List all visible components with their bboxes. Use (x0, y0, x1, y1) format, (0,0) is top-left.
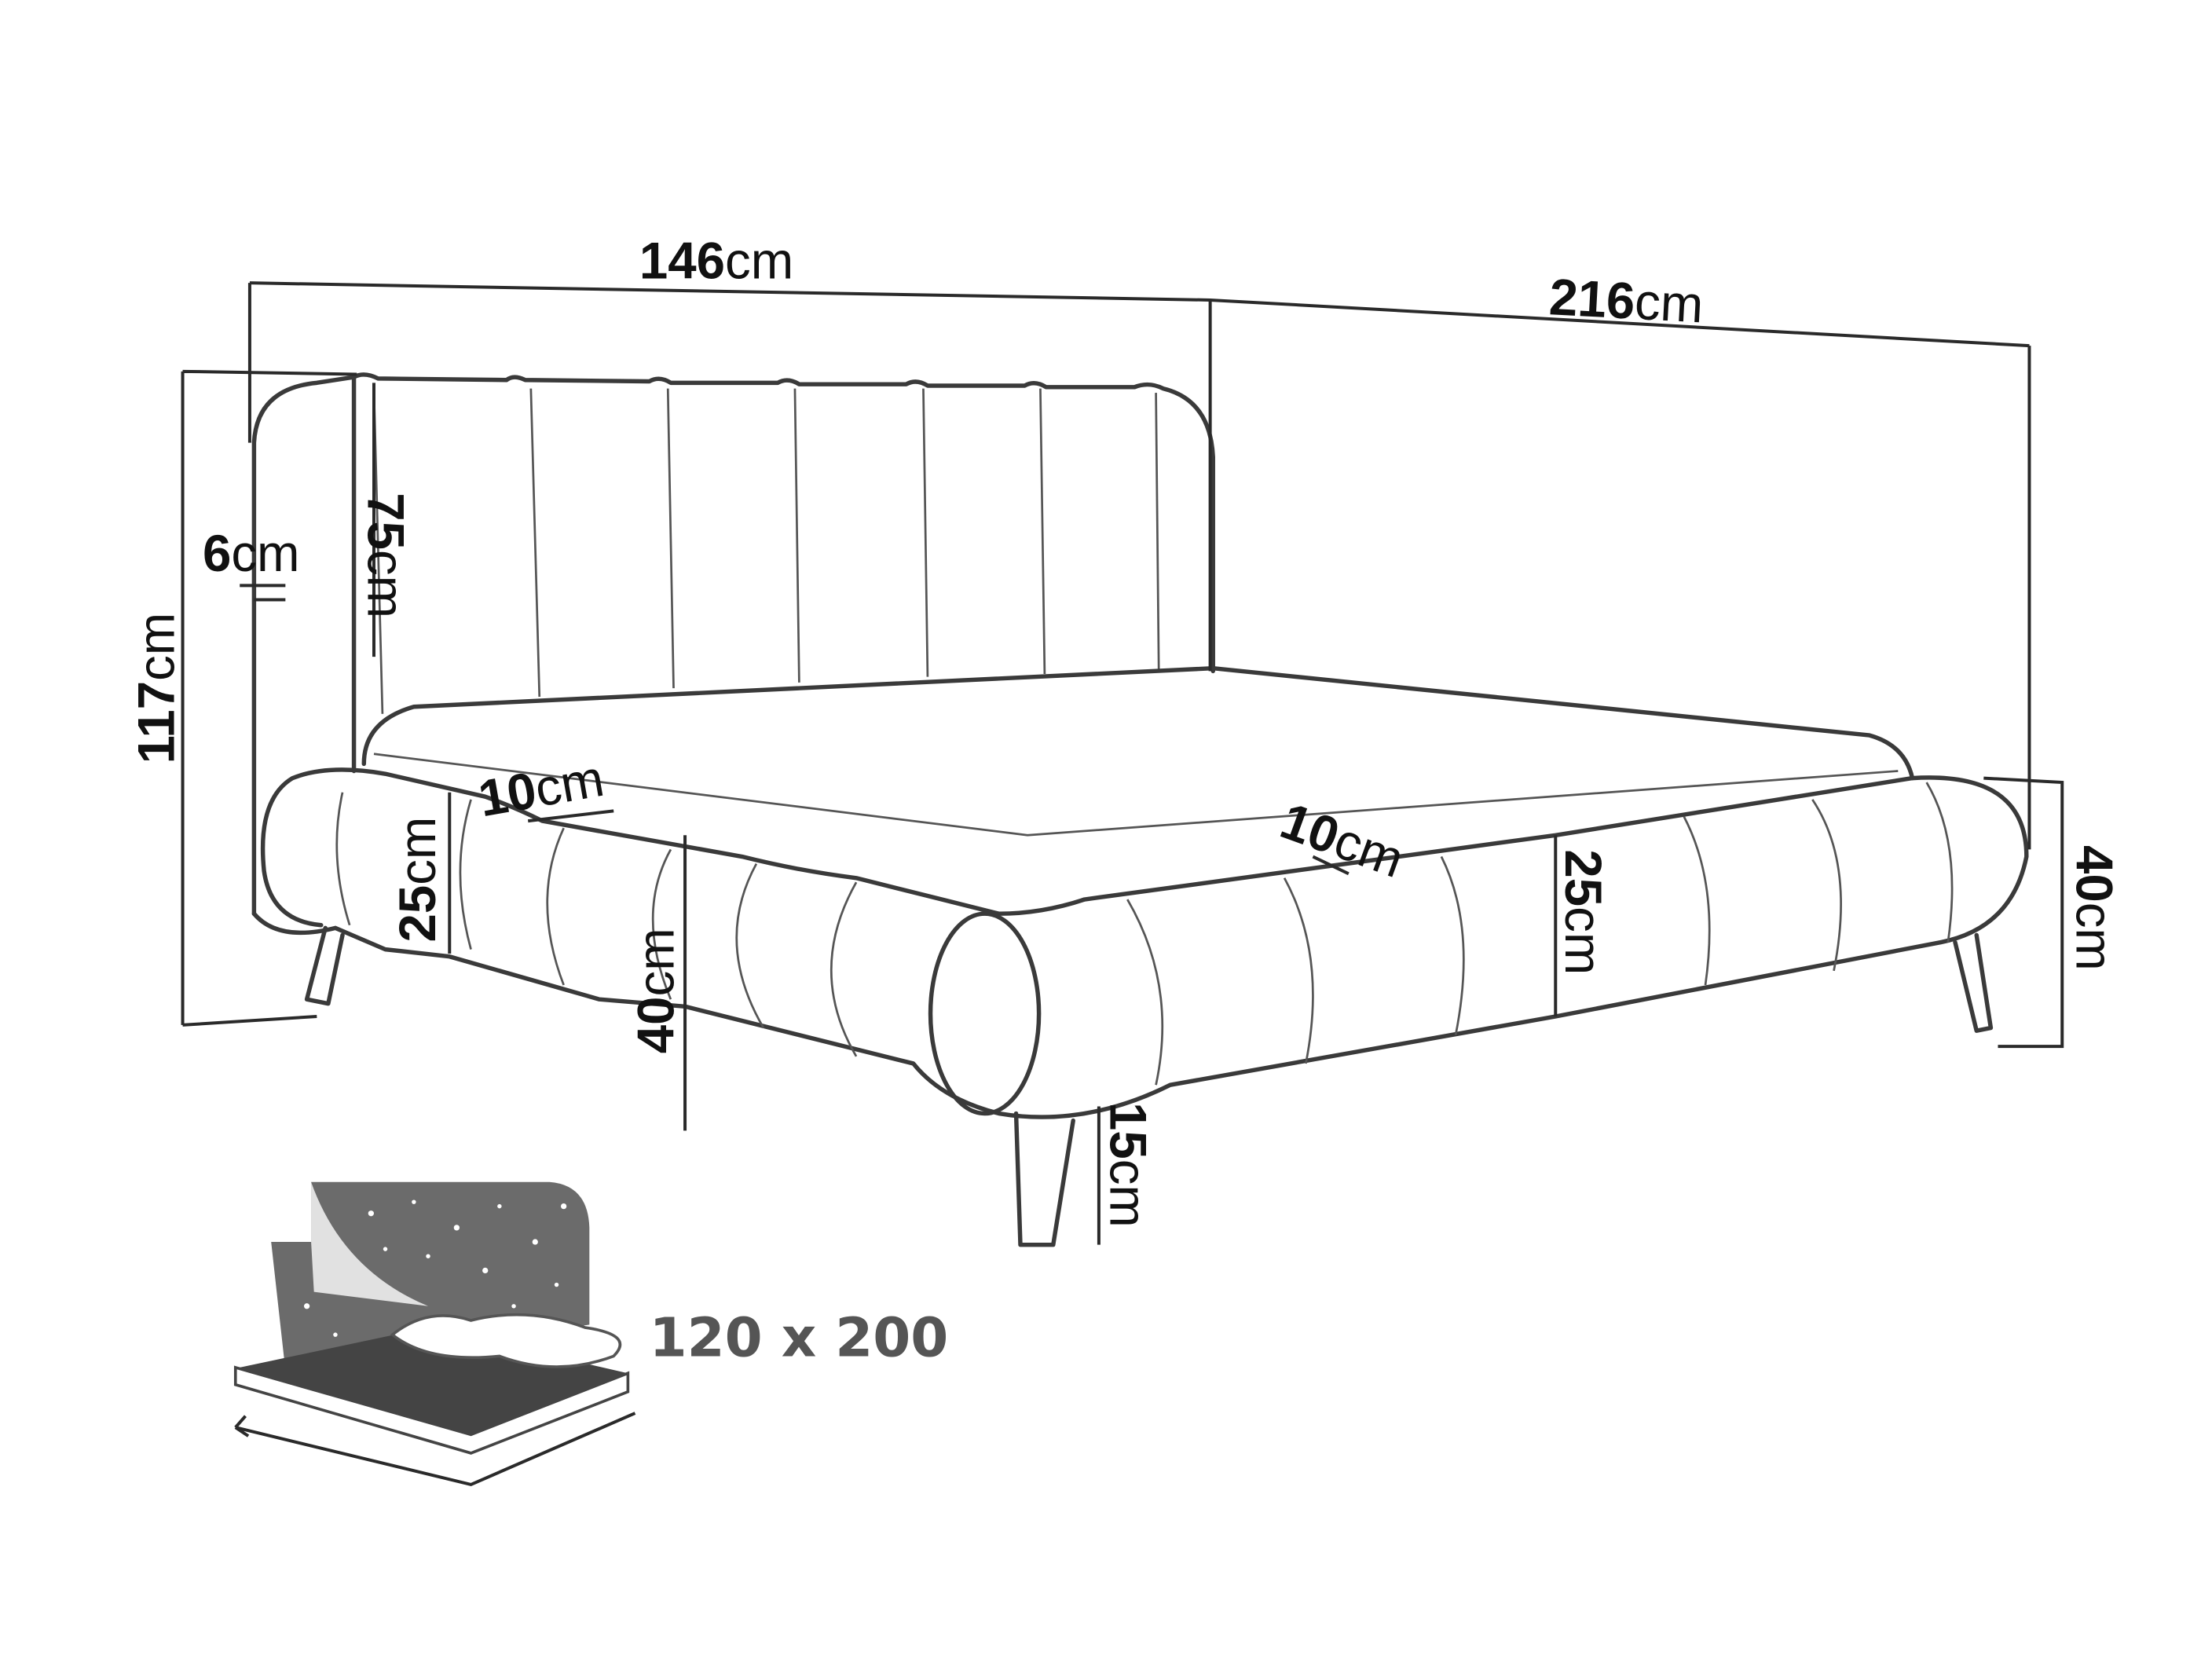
length-label: 216cm (1547, 268, 1705, 333)
mattress-size-label: 120 x 200 (650, 1306, 949, 1369)
headboard (251, 372, 1215, 916)
frame-width-left-label: 10cm (474, 749, 608, 828)
width-label: 146cm (639, 233, 793, 290)
bed-frame (251, 767, 2029, 1119)
bed-legs (304, 925, 1994, 1247)
frame-width-right-label: 10cm (1273, 792, 1411, 888)
frame-height-left-label: 25cm (389, 817, 446, 943)
mattress (361, 665, 1915, 837)
leg-height-label: 15cm (1099, 1102, 1156, 1228)
stars-icon (303, 1199, 567, 1337)
total-height-label: 117cm (128, 613, 185, 764)
headboard-thickness-label: 6cm (203, 525, 300, 582)
dimension-lines (181, 281, 2064, 1245)
frame-height-right-label: 25cm (1555, 849, 1612, 975)
bed-height-front-label: 40cm (628, 928, 685, 1053)
headboard-height-label: 75cm (357, 493, 415, 618)
bed-height-side-label: 40cm (2065, 845, 2122, 971)
mattress-size-icon (233, 1181, 636, 1486)
